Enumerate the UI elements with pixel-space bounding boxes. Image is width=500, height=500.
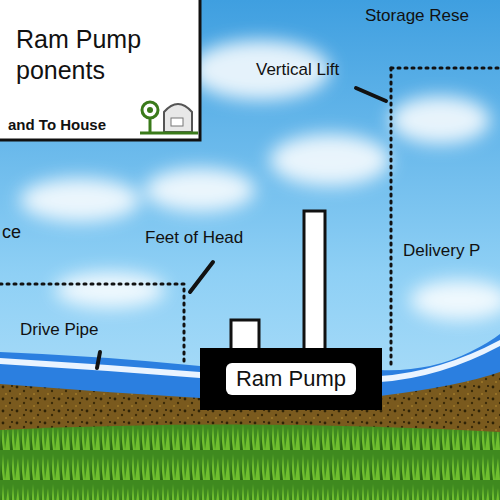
delivery-pipe [380, 340, 500, 382]
delivery-label: Delivery P [403, 241, 480, 261]
dimension-lines [0, 68, 500, 368]
storage-label: Storage Rese [365, 6, 469, 26]
pump-body: Ram Pump [200, 348, 382, 410]
pump-label: Ram Pump [226, 363, 356, 395]
title-panel [0, 0, 200, 140]
grass [0, 424, 500, 500]
subtitle: and To House [8, 116, 106, 133]
drive-pipe-label: Drive Pipe [20, 320, 98, 340]
air-chamber [304, 211, 325, 352]
lift-label: Vertical Lift [256, 60, 339, 80]
source-label: ce [2, 222, 21, 243]
diagram-title: Ram Pump ponents [16, 24, 192, 86]
source-water [0, 352, 200, 398]
house-icon [140, 102, 198, 133]
leader-lines [97, 88, 386, 368]
head-label: Feet of Head [145, 228, 243, 248]
delivery-water [380, 334, 500, 396]
